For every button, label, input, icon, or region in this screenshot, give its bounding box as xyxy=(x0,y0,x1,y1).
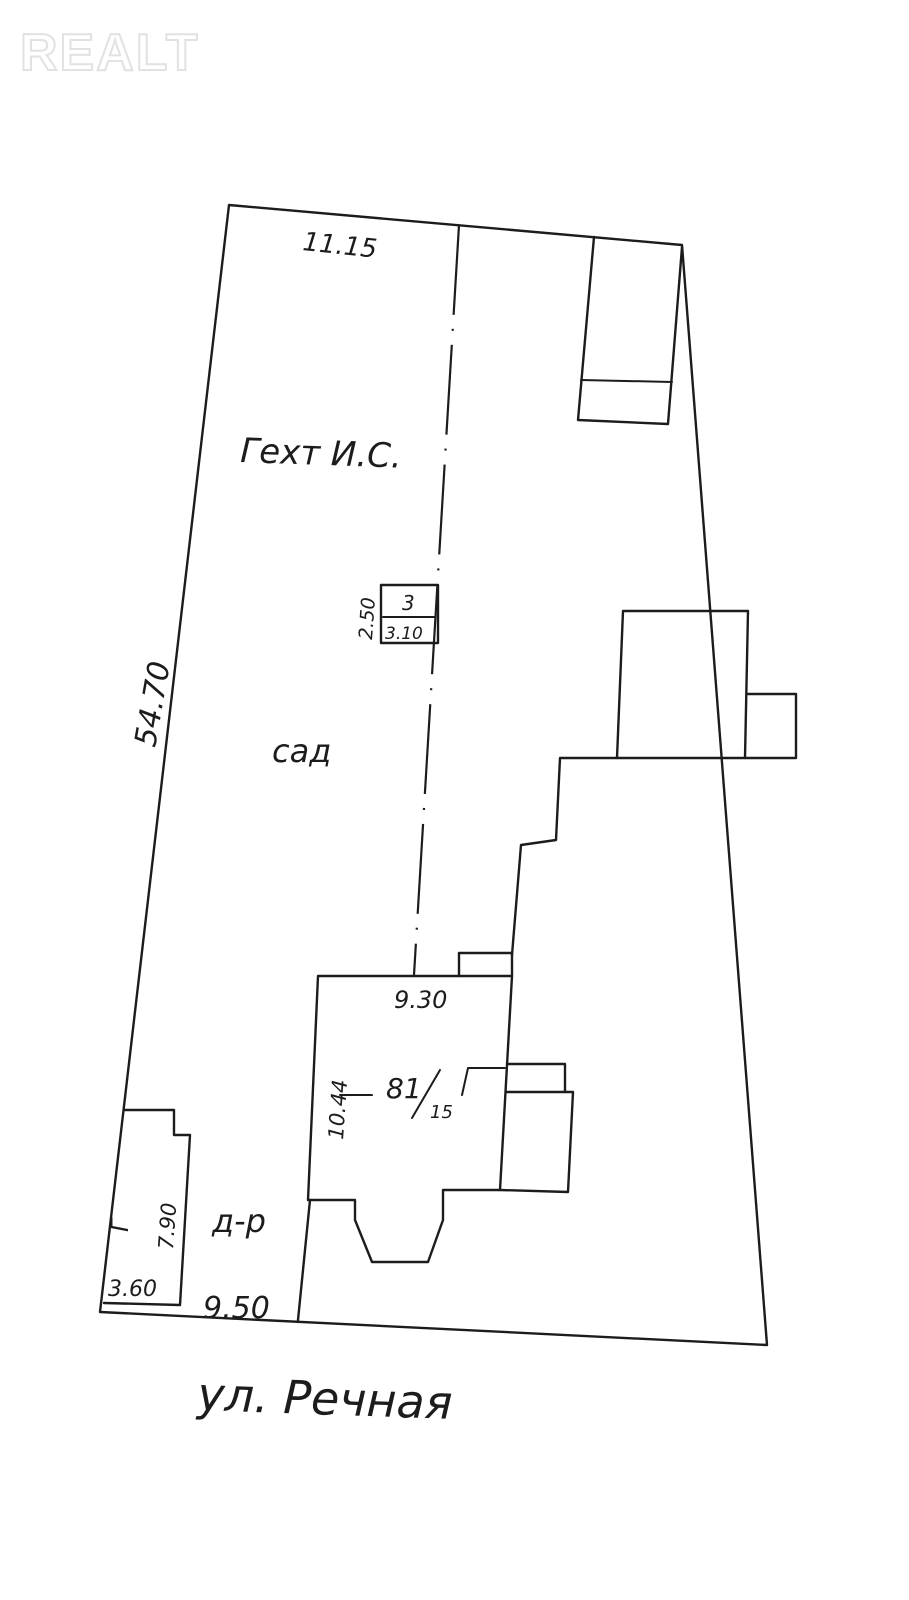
internal-boundary xyxy=(412,224,461,976)
house-top-annex xyxy=(457,951,514,978)
shed-width-label: 3.10 xyxy=(385,624,423,644)
owner-label: Гехт И.С. xyxy=(240,431,403,477)
house-ratio-top: 81 xyxy=(386,1072,422,1105)
top-width-label: 11.15 xyxy=(301,227,378,265)
garage-width-label: 3.60 xyxy=(108,1277,157,1302)
shed-side-label: 2.50 xyxy=(355,597,380,641)
house-porch-upper xyxy=(505,1062,567,1094)
shed-outline xyxy=(379,583,440,645)
house-porch-lower xyxy=(498,1090,575,1194)
left-length-label: 54.70 xyxy=(128,659,177,750)
garage-letter-label: Г xyxy=(106,1217,134,1232)
garage-outline xyxy=(102,1108,192,1307)
outbuilding-right-annex xyxy=(743,692,798,760)
street-label: ул. Речная xyxy=(195,1367,454,1430)
stepped-fence xyxy=(510,756,619,957)
shed-number-label: 3 xyxy=(402,591,415,615)
plot-boundary xyxy=(98,203,769,1347)
watermark-logo: REALT xyxy=(20,24,199,82)
yard-divider xyxy=(296,1198,312,1322)
house-width-label: 9.30 xyxy=(394,986,447,1014)
outbuilding-top-right xyxy=(576,235,684,426)
outbuilding-top-right-divider xyxy=(580,379,673,383)
house-ratio-bottom: 15 xyxy=(430,1102,453,1123)
house-interior-step xyxy=(461,1067,506,1096)
garage-length-label: 7.90 xyxy=(154,1202,181,1250)
outbuilding-right xyxy=(615,609,750,760)
garden-label: сад xyxy=(272,732,331,770)
yard-width-label: 9.50 xyxy=(203,1291,270,1326)
house-depth-label: 10.44 xyxy=(324,1079,352,1141)
yard-label: д-р xyxy=(211,1202,266,1240)
house-outline xyxy=(306,974,514,1264)
house-ratio-slash xyxy=(411,1069,441,1119)
